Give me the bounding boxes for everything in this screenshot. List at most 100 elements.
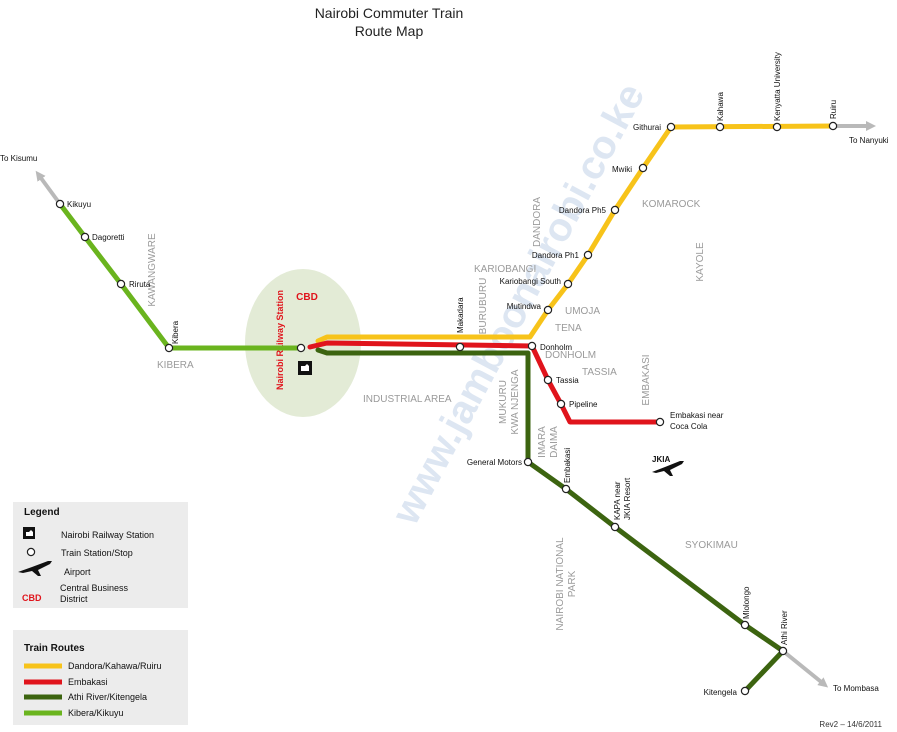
routes-legend-panel: Train Routes Dandora/Kahawa/Ruiru Embaka…: [13, 630, 188, 725]
label-embakasi-cc-2: Coca Cola: [670, 422, 708, 431]
area-park-2: PARK: [567, 570, 578, 597]
station-stop-mutindwa[interactable]: [543, 305, 553, 315]
station-stop-mwiki[interactable]: [638, 163, 648, 173]
route-dandora-kahawa-ruiru: [315, 123, 836, 344]
station-stop-dandora-ph1[interactable]: [583, 250, 593, 260]
station-stop-donholm[interactable]: [527, 341, 537, 351]
area-kawangware: KAWANGWARE: [147, 233, 158, 307]
legend-airport: Airport: [64, 567, 91, 577]
station-stop-riruta[interactable]: [116, 279, 126, 289]
label-embakasi-cc-1: Embakasi near: [670, 411, 724, 420]
area-syokimau: SYOKIMAU: [685, 540, 738, 551]
station-stop-nairobi[interactable]: [296, 343, 306, 353]
label-mwiki: Mwiki: [612, 165, 632, 174]
label-mutindwa: Mutindwa: [507, 302, 542, 311]
label-kitengela: Kitengela: [704, 688, 738, 697]
area-kayole: KAYOLE: [695, 242, 706, 282]
station-stop-kibera[interactable]: [164, 343, 174, 353]
station-stop-githurai[interactable]: [666, 122, 676, 132]
legend-cbd-abbr: CBD: [22, 593, 42, 603]
label-embakasi: Embakasi: [563, 448, 572, 483]
label-kibera: Kibera: [171, 320, 180, 344]
destination-nanyuki: To Nanyuki: [849, 136, 889, 145]
area-kariobangi: KARIOBANGI: [474, 264, 536, 275]
railway-station-icon: [298, 361, 312, 375]
station-stop-embakasi[interactable]: [561, 484, 571, 494]
station-stop-embakasi-coca-cola[interactable]: [655, 417, 665, 427]
map-title-line2: Route Map: [355, 23, 424, 39]
legend-title: Legend: [24, 507, 60, 518]
label-kahawa: Kahawa: [716, 92, 725, 121]
station-stop-ruiru[interactable]: [828, 121, 838, 131]
airplane-icon: [652, 461, 684, 476]
area-mukuru-2: KWA NJENGA: [510, 369, 521, 435]
legend-cbd-line1: Central Business: [60, 583, 129, 593]
routes-legend-label-3: Kibera/Kikuyu: [68, 708, 124, 718]
station-stop-kapa[interactable]: [610, 522, 620, 532]
station-stop-pipeline[interactable]: [556, 399, 566, 409]
area-buruburu: BURUBURU: [478, 278, 489, 335]
station-stop-general-motors[interactable]: [523, 457, 533, 467]
label-pipeline: Pipeline: [569, 400, 598, 409]
station-stop-kenyatta-university[interactable]: [772, 122, 782, 132]
cbd-zone: [245, 269, 361, 417]
label-dandora-ph5: Dandora Ph5: [559, 206, 607, 215]
area-tassia: TASSIA: [582, 367, 617, 378]
label-donholm: Donholm: [540, 343, 572, 352]
legend-airport-icon: [18, 561, 52, 576]
area-park-1: NAIROBI NATIONAL: [555, 537, 566, 631]
label-dandora-ph1: Dandora Ph1: [532, 251, 580, 260]
area-industrial: INDUSTRIAL AREA: [363, 394, 452, 405]
label-mlolongo: Mlolongo: [742, 586, 751, 619]
map-title-line1: Nairobi Commuter Train: [315, 5, 464, 21]
station-stop-mlolongo[interactable]: [740, 620, 750, 630]
area-imara-1: IMARA: [537, 426, 548, 458]
area-embakasi: EMBAKASI: [641, 354, 652, 405]
legend-railway-station: Nairobi Railway Station: [61, 530, 154, 540]
station-stop-tassia[interactable]: [543, 375, 553, 385]
area-umoja: UMOJA: [565, 306, 600, 317]
label-riruta: Riruta: [129, 280, 151, 289]
legend-panel: Legend Nairobi Railway Station Train Sta…: [13, 502, 188, 608]
label-kapa-2: JKIA Resort: [623, 477, 632, 520]
destination-mombasa: To Mombasa: [833, 684, 879, 693]
label-makadara: Makadara: [456, 297, 465, 333]
station-stop-athi-river[interactable]: [778, 646, 788, 656]
routes-legend-title: Train Routes: [24, 643, 85, 654]
label-kariobangi-south: Kariobangi South: [500, 277, 561, 286]
label-githurai: Githurai: [633, 123, 661, 132]
kisumu-direction-arrow: [35, 170, 62, 206]
label-kikuyu: Kikuyu: [67, 200, 91, 209]
station-stop-kitengela[interactable]: [740, 686, 750, 696]
label-athi-river: Athi River: [780, 610, 789, 645]
cbd-zone-label: CBD: [296, 292, 318, 303]
mombasa-direction-arrow: [781, 649, 829, 688]
routes-legend-label-1: Embakasi: [68, 677, 108, 687]
label-kenyatta-university: Kenyatta University: [773, 52, 782, 121]
routes-legend-label-2: Athi River/Kitengela: [68, 692, 147, 702]
area-kibera: KIBERA: [157, 360, 194, 371]
label-tassia: Tassia: [556, 376, 579, 385]
area-dandora: DANDORA: [532, 197, 543, 247]
legend-train-stop: Train Station/Stop: [61, 548, 133, 558]
routes-legend-label-0: Dandora/Kahawa/Ruiru: [68, 661, 162, 671]
revision-note: Rev2 – 14/6/2011: [819, 720, 882, 729]
station-stop-kikuyu[interactable]: [55, 199, 65, 209]
area-imara-2: DAIMA: [549, 426, 560, 458]
area-mukuru-1: MUKURU: [498, 380, 509, 424]
area-donholm: DONHOLM: [545, 350, 596, 361]
station-stop-kahawa[interactable]: [715, 122, 725, 132]
station-stop-dagoretti[interactable]: [80, 232, 90, 242]
nairobi-railway-station-label: Nairobi Railway Station: [275, 290, 285, 390]
station-stop-kariobangi-south[interactable]: [563, 279, 573, 289]
station-stop-dandora-ph5[interactable]: [610, 205, 620, 215]
area-komarock: KOMAROCK: [642, 199, 701, 210]
label-kapa-1: KAPA near: [613, 481, 622, 520]
label-ruiru: Ruiru: [829, 100, 838, 119]
station-stop-makadara[interactable]: [455, 342, 465, 352]
legend-cbd-line2: District: [60, 594, 88, 604]
area-tena: TENA: [555, 323, 582, 334]
airport-label: JKIA: [652, 455, 670, 464]
label-dagoretti: Dagoretti: [92, 233, 125, 242]
